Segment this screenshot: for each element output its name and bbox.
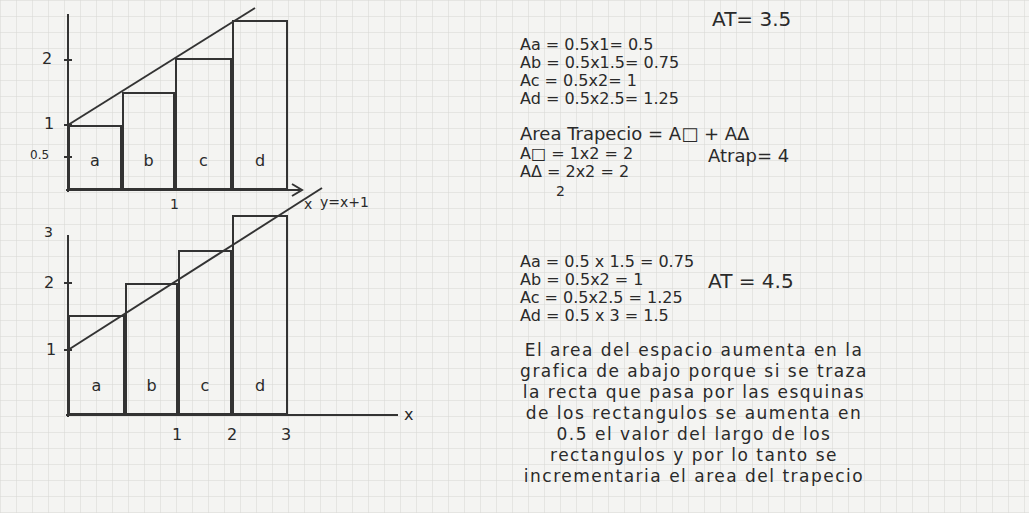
- handwritten-text: Ac = 0.5x2.5 = 1.25: [520, 289, 683, 307]
- area-rectangle: c: [175, 58, 232, 190]
- axis-arrow: [292, 184, 302, 196]
- area-rectangle: b: [125, 283, 178, 415]
- handwritten-text: AΔ = 2x2 = 2: [520, 163, 629, 181]
- handwritten-text: AT = 4.5: [708, 270, 794, 293]
- rectangle-letter: d: [255, 376, 265, 413]
- area-rectangle: d: [232, 215, 288, 415]
- rectangle-letter: c: [201, 376, 210, 413]
- handwritten-text: 3: [44, 224, 53, 240]
- area-rectangle: a: [68, 315, 125, 415]
- handwritten-text: Ac = 0.5x2= 1: [520, 72, 637, 90]
- handwritten-text: 3: [281, 426, 291, 444]
- handwritten-text: x: [404, 406, 413, 424]
- handwritten-text: Aa = 0.5 x 1.5 = 0.75: [520, 253, 694, 271]
- handwritten-text: 1: [172, 426, 182, 444]
- handwritten-text: Area Trapecio = A□ + AΔ: [520, 124, 749, 145]
- area-rectangle: d: [232, 20, 288, 190]
- handwritten-text: Ad = 0.5x2.5= 1.25: [520, 90, 679, 108]
- area-rectangle: b: [122, 92, 175, 190]
- area-rectangle: c: [178, 250, 232, 415]
- handwritten-text: x: [304, 196, 312, 212]
- handwritten-text: 0.5: [30, 149, 49, 163]
- tick: [64, 282, 72, 284]
- handwritten-text: Atrap= 4: [708, 146, 789, 167]
- handwritten-text: 1: [44, 115, 54, 133]
- rectangle-letter: a: [90, 151, 100, 188]
- line-y-x-1: [68, 188, 322, 350]
- rectangle-letter: a: [92, 376, 102, 413]
- rectangle-letter: b: [143, 151, 153, 188]
- line-y-x-1: [68, 8, 255, 125]
- handwritten-text: 1: [170, 196, 179, 212]
- handwritten-text: 2: [556, 183, 565, 199]
- rectangle-letter: b: [146, 376, 156, 413]
- tick: [64, 59, 72, 61]
- handwritten-text: Aa = 0.5x1= 0.5: [520, 36, 653, 54]
- explanation-note: El area del espacio aumenta en la grafic…: [508, 340, 880, 487]
- handwritten-text: A□ = 1x2 = 2: [520, 145, 633, 163]
- rectangle-letter: c: [199, 151, 208, 188]
- handwritten-text: 2: [44, 274, 54, 292]
- handwritten-text: Ab = 0.5x2 = 1: [520, 271, 644, 289]
- handwritten-text: 2: [42, 50, 52, 68]
- handwritten-text: 2: [227, 426, 237, 444]
- handwritten-text: 1: [46, 341, 56, 359]
- handwritten-text: AT= 3.5: [712, 8, 791, 31]
- area-rectangle: a: [68, 125, 122, 190]
- handwritten-text: y=x+1: [320, 194, 369, 210]
- handwritten-text: Ab = 0.5x1.5= 0.75: [520, 54, 679, 72]
- handwritten-text: Ad = 0.5 x 3 = 1.5: [520, 307, 669, 325]
- rectangle-letter: d: [255, 151, 265, 188]
